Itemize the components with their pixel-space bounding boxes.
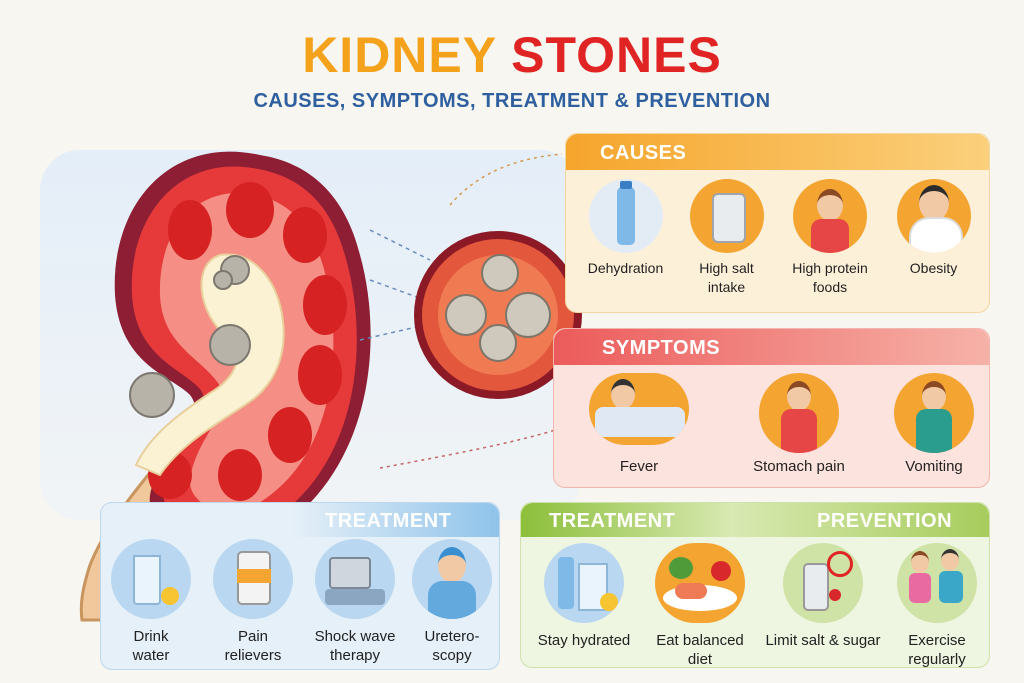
cause-item: High salt intake <box>679 179 774 297</box>
person-eating-icon <box>793 179 867 253</box>
treatment-item: Shock wave therapy <box>307 539 403 665</box>
prevention-item: Limit salt & sugar <box>761 543 885 650</box>
treatment-panel: TREATMENT Drink water Pain relievers Sho… <box>100 502 500 670</box>
treatment-label-line2: water <box>132 647 170 664</box>
lithotripsy-machine-icon <box>315 539 395 619</box>
treatment-heading: TREATMENT <box>325 510 452 532</box>
causes-header-bar <box>566 134 989 170</box>
treatment-label-line1: Pain <box>237 628 269 645</box>
kidney-illustration <box>79 151 371 622</box>
cause-label: High protein foods <box>792 260 868 295</box>
water-and-lemon-icon <box>544 543 624 623</box>
prevention-item: Eat balanced diet <box>645 543 755 669</box>
prevention-heading-right: PREVENTION <box>817 510 953 532</box>
treatment-label-line2: therapy <box>329 647 381 664</box>
treatment-label-line1: Shock wave <box>314 628 396 645</box>
prevention-heading-left: TREATMENT <box>549 510 676 532</box>
cause-item: High protein foods <box>780 179 880 297</box>
treatment-label-line1: Drink <box>133 628 169 645</box>
prevention-label-line1: Eat balanced <box>656 632 744 649</box>
jogging-couple-icon <box>897 543 977 623</box>
stomach-pain-icon <box>759 373 839 453</box>
symptom-label: Stomach pain <box>753 458 845 475</box>
prevention-label-line2: regularly <box>908 651 966 668</box>
symptom-item: Vomiting <box>879 373 989 476</box>
cause-label: Obesity <box>909 260 958 276</box>
prevention-panel: TREATMENT PREVENTION Stay hydrated Eat b… <box>520 502 990 668</box>
page-subtitle: CAUSES, SYMPTOMS, TREATMENT & PREVENTION <box>253 90 771 112</box>
pill-bottle-icon <box>213 539 293 619</box>
symptom-item: Stomach pain <box>734 373 864 476</box>
cause-label: High salt intake <box>699 260 754 295</box>
prevention-item: Stay hydrated <box>529 543 639 650</box>
causes-panel: CAUSES Dehydration High salt intake High… <box>565 133 990 313</box>
prevention-label-line1: Limit salt & sugar <box>765 632 881 649</box>
treatment-item: Pain relievers <box>205 539 301 665</box>
prevention-item: Exercise regularly <box>887 543 987 669</box>
no-salt-icon <box>783 543 863 623</box>
cause-item: Obesity <box>886 179 981 278</box>
cause-label: Dehydration <box>587 260 664 276</box>
cause-item: Dehydration <box>578 179 673 278</box>
connector-lines <box>359 153 570 469</box>
treatment-item: Uretero- scopy <box>405 539 499 665</box>
balanced-meal-icon <box>655 543 745 623</box>
renal-pyramids-icon <box>148 182 347 501</box>
sick-in-bed-icon <box>589 373 689 445</box>
causes-heading: CAUSES <box>600 142 687 164</box>
treatment-item: Drink water <box>103 539 199 665</box>
treatment-label-line2: scopy <box>432 647 472 664</box>
water-bottle-icon <box>588 179 663 253</box>
treatment-header-bar <box>291 503 499 537</box>
treatment-label-line2: relievers <box>224 647 282 664</box>
title-part-2: STONES <box>511 27 722 83</box>
symptoms-heading: SYMPTOMS <box>602 337 721 359</box>
prevention-header-bar <box>521 503 989 537</box>
prevention-label-line1: Stay hydrated <box>537 632 631 649</box>
treatment-label-line1: Uretero- <box>424 628 480 645</box>
glass-of-water-icon <box>111 539 191 619</box>
page-title: KIDNEY STONES <box>0 26 1024 84</box>
kidney-stones-icon <box>129 255 251 418</box>
symptoms-header-bar <box>554 329 989 365</box>
doctor-icon <box>412 539 492 619</box>
symptoms-panel: SYMPTOMS Fever Stomach pain Vomiting <box>553 328 990 488</box>
magnified-stones-icon <box>414 231 582 399</box>
symptom-label: Vomiting <box>905 458 963 475</box>
vomiting-icon <box>894 373 974 453</box>
title-part-1: KIDNEY <box>302 27 497 83</box>
symptom-label: Fever <box>619 458 659 475</box>
overweight-person-icon <box>896 179 971 253</box>
prevention-label-line1: Exercise <box>908 632 966 649</box>
symptom-item: Fever <box>574 373 704 476</box>
salt-shaker-icon <box>689 179 764 253</box>
prevention-label-line2: diet <box>687 651 713 668</box>
